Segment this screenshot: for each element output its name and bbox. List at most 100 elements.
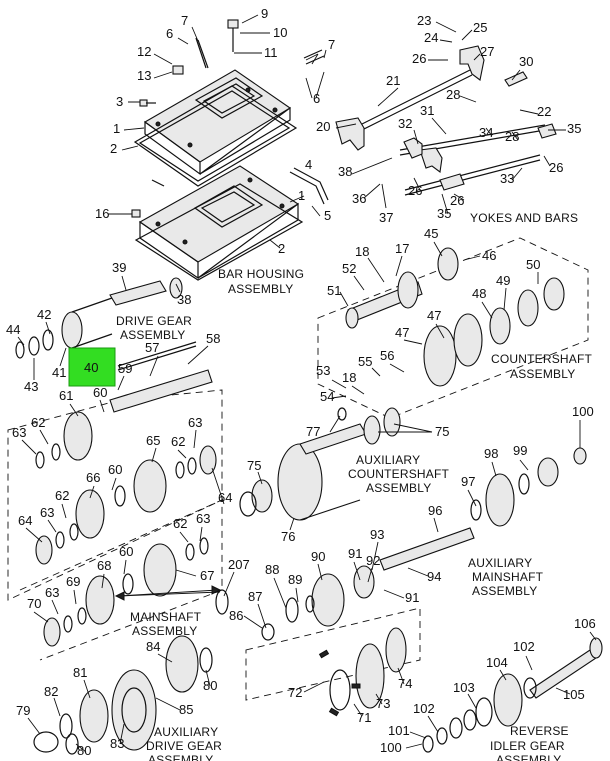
callout-48: 47 bbox=[427, 308, 441, 323]
callout-63c: 62 bbox=[55, 488, 69, 503]
synchronizer-box bbox=[245, 607, 421, 701]
callout-29: 31 bbox=[420, 103, 434, 118]
callout-1a: 1 bbox=[113, 121, 120, 136]
callout-64b: 63 bbox=[188, 415, 202, 430]
callout-92: 93 bbox=[370, 527, 384, 542]
callout-40-highlight[interactable]: 40 bbox=[68, 347, 116, 387]
callout-64a: 63 bbox=[12, 425, 26, 440]
callout-42: 42 bbox=[37, 307, 51, 322]
label-yokes-and-bars: YOKES AND BARS bbox=[470, 211, 578, 225]
callout-7a: 7 bbox=[181, 13, 188, 28]
callout-64c: 63 bbox=[40, 505, 54, 520]
callout-4: 4 bbox=[305, 157, 312, 172]
cover-gasket bbox=[133, 85, 298, 187]
callout-63a: 62 bbox=[31, 415, 45, 430]
callout-87: 87 bbox=[248, 589, 262, 604]
callout-54: 53 bbox=[316, 363, 330, 378]
callout-93: 92 bbox=[366, 553, 380, 568]
callout-47: 47 bbox=[395, 325, 409, 340]
callout-43: 43 bbox=[24, 379, 38, 394]
callout-1b: 1 bbox=[298, 188, 305, 203]
callout-34: 35 bbox=[567, 121, 581, 136]
callout-32: 35 bbox=[437, 206, 451, 221]
label-aux-countershaft-1: AUXILIARY bbox=[356, 453, 420, 467]
callout-65b: 64 bbox=[18, 513, 32, 528]
callout-61c: 60 bbox=[119, 544, 133, 559]
callout-50: 49 bbox=[496, 273, 510, 288]
callout-56: 55 bbox=[358, 354, 372, 369]
callout-25d: 26 bbox=[450, 193, 464, 208]
callout-76b: 75 bbox=[247, 458, 261, 473]
callout-100: 100 bbox=[380, 740, 402, 755]
bar-housing bbox=[134, 165, 304, 281]
callout-46: 46 bbox=[482, 248, 496, 263]
callout-6a: 6 bbox=[166, 26, 173, 41]
callout-19: 20 bbox=[316, 119, 330, 134]
label-bar-housing-assembly: ASSEMBLY bbox=[228, 282, 293, 296]
callout-65a: 64 bbox=[218, 490, 232, 505]
callout-91b: 91 bbox=[405, 590, 419, 605]
callout-40: 40 bbox=[84, 360, 98, 375]
callout-63d: 62 bbox=[173, 516, 187, 531]
synchronizer-parts bbox=[318, 627, 407, 717]
callouts-countershaft: 18 17 45 46 52 50 49 48 51 47 47 55 56 5… bbox=[316, 226, 592, 404]
callout-61b: 60 bbox=[108, 462, 122, 477]
drive-gear-shaft bbox=[15, 277, 183, 359]
callout-41: 41 bbox=[52, 365, 66, 380]
countershaft-box bbox=[317, 237, 589, 419]
callout-85: 84 bbox=[146, 639, 160, 654]
callouts-top-left: 7 6 9 10 11 12 13 3 1 2 4 7 6 16 1 5 2 bbox=[95, 6, 335, 256]
callout-51: 50 bbox=[526, 257, 540, 272]
callout-88: 88 bbox=[265, 562, 279, 577]
callout-33: 33 bbox=[500, 171, 514, 186]
callout-105: 105 bbox=[563, 687, 585, 702]
callout-25c: 26 bbox=[549, 160, 563, 175]
callout-25a: 26 bbox=[412, 51, 426, 66]
label-aux-mainshaft-1: AUXILIARY bbox=[468, 556, 532, 570]
callout-26: 27 bbox=[480, 44, 494, 59]
callout-90: 90 bbox=[311, 549, 325, 564]
countershaft-parts bbox=[345, 247, 565, 387]
callouts-mainshaft: 57 58 59 60 61 62 63 63 65 62 60 66 64 6… bbox=[12, 331, 250, 638]
label-aux-drive-3: ASSEMBLY bbox=[148, 753, 213, 761]
top-cover bbox=[143, 69, 292, 176]
callouts-yokes: 23 24 25 26 27 30 21 28 22 31 20 32 34 2… bbox=[316, 13, 581, 225]
label-reverse: REVERSE bbox=[510, 724, 569, 738]
callouts-aux-mainshaft: 100 98 99 97 96 93 88 90 91 92 89 94 87 … bbox=[229, 404, 594, 629]
callouts-reverse-idler: 106 102 104 103 105 102 101 100 REVERSE … bbox=[380, 616, 597, 761]
callout-61a: 60 bbox=[93, 385, 107, 400]
callout-55: 54 bbox=[320, 389, 334, 404]
callout-58: 57 bbox=[145, 340, 159, 355]
callout-101: 101 bbox=[388, 723, 410, 738]
callout-84: 85 bbox=[179, 702, 193, 717]
callout-98: 99 bbox=[513, 443, 527, 458]
callout-21: 21 bbox=[386, 73, 400, 88]
callout-25b: 26 bbox=[408, 183, 422, 198]
callout-11: 11 bbox=[264, 45, 278, 60]
label-reverse-idler-gear: IDLER GEAR bbox=[490, 739, 565, 753]
callout-82: 81 bbox=[73, 665, 87, 680]
callouts-aux-countershaft: 77 75 75 76 AUXILIARY COUNTERSHAFT ASSEM… bbox=[247, 415, 449, 544]
callout-83: 83 bbox=[110, 736, 124, 751]
label-bar-housing: BAR HOUSING bbox=[218, 267, 304, 281]
callout-31: 34 bbox=[479, 125, 493, 140]
callout-63b: 62 bbox=[171, 434, 185, 449]
callout-22: 23 bbox=[417, 13, 431, 28]
callout-70: 69 bbox=[66, 574, 80, 589]
small-hardware-top bbox=[131, 19, 329, 218]
callout-103: 103 bbox=[453, 680, 475, 695]
callout-73: 72 bbox=[288, 685, 302, 700]
callout-2b: 2 bbox=[278, 241, 285, 256]
callout-89: 89 bbox=[288, 572, 302, 587]
callout-207: 207 bbox=[228, 557, 250, 572]
callout-78: 77 bbox=[306, 424, 320, 439]
label-aux-mainshaft-2: MAINSHAFT bbox=[472, 570, 544, 584]
label-countershaft-assembly: ASSEMBLY bbox=[510, 367, 575, 381]
callout-106: 106 bbox=[574, 616, 596, 631]
callout-12: 12 bbox=[137, 44, 151, 59]
callout-17: 17 bbox=[395, 241, 409, 256]
callout-71: 70 bbox=[27, 596, 41, 611]
callout-69: 68 bbox=[97, 558, 111, 573]
yokes bbox=[335, 45, 557, 191]
callout-64e: 63 bbox=[45, 585, 59, 600]
